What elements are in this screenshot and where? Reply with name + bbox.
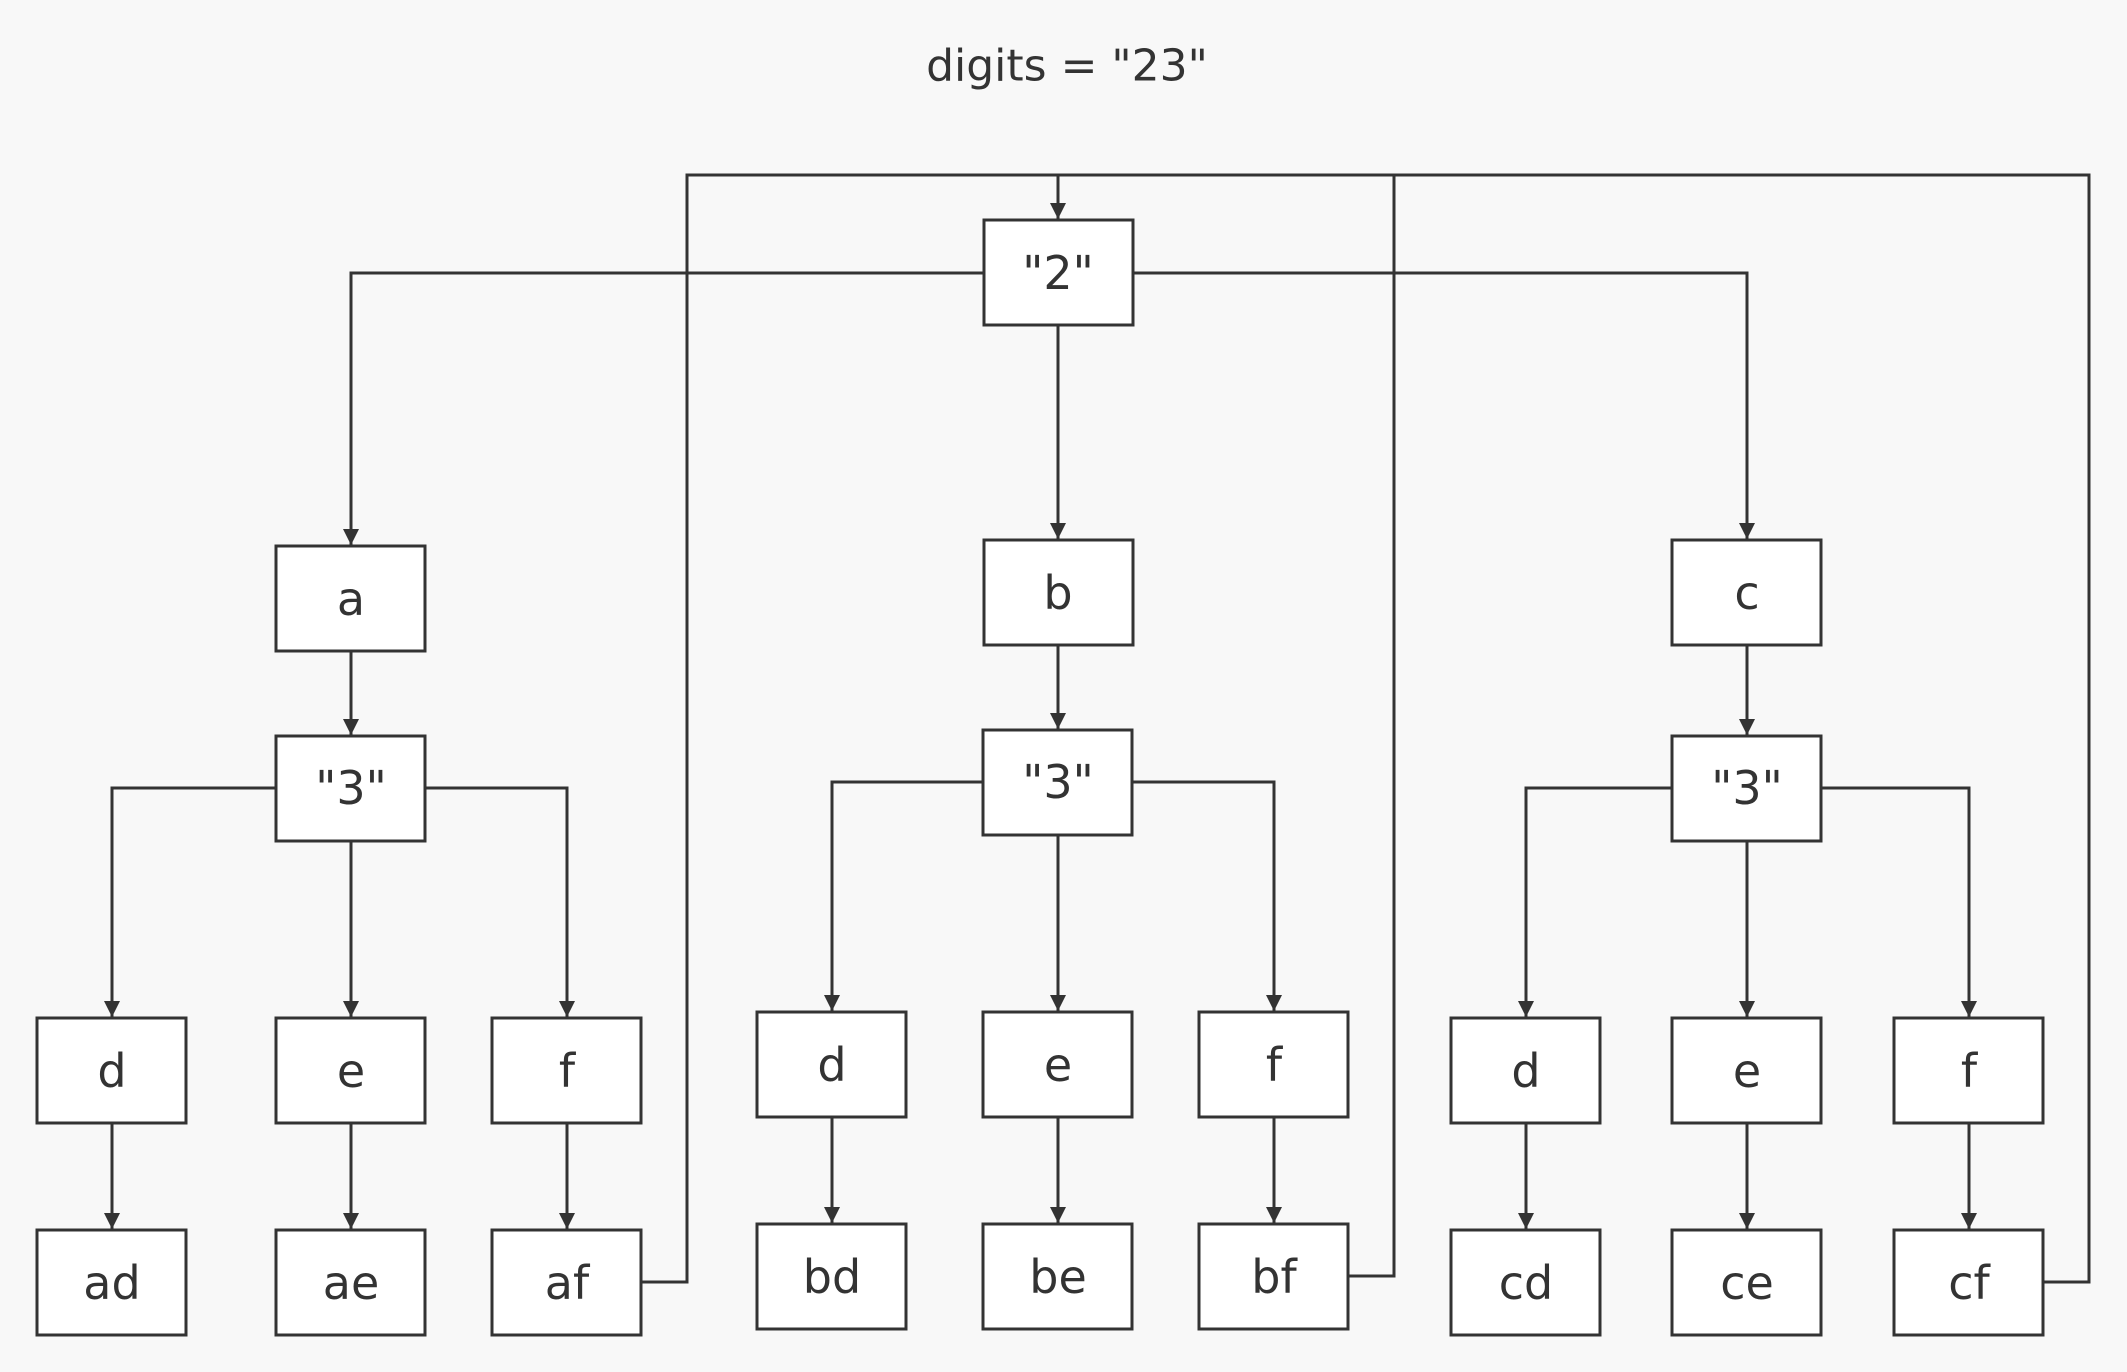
node-bf: bf (1197, 1222, 1350, 1331)
node-cd-digit-label: d (1511, 1044, 1540, 1098)
node-ad-label: ad (83, 1256, 140, 1310)
edge-a3-f (426, 786, 575, 1017)
node-a: a (274, 544, 427, 653)
node-cf-digit: f (1892, 1016, 2045, 1125)
node-b3: "3" (981, 728, 1134, 837)
node-ce-label: ce (1720, 1256, 1774, 1310)
node-ad: ad (35, 1228, 188, 1337)
node-ad-digit: d (35, 1016, 188, 1125)
node-bf-label: bf (1251, 1250, 1298, 1304)
edge-b3-d (824, 780, 983, 1011)
edge-a3-d (104, 786, 276, 1017)
edge-c3-f (1822, 786, 1977, 1017)
edge-b3-f (1133, 780, 1282, 1011)
node-cd-label: cd (1499, 1256, 1554, 1310)
edge-root-c (1133, 271, 1755, 539)
node-ae-label: ae (323, 1256, 380, 1310)
node-b3-label: "3" (1022, 755, 1094, 809)
edge-root-a (343, 271, 984, 545)
node-ce: ce (1670, 1228, 1823, 1337)
node-af-label: af (545, 1256, 591, 1310)
node-be: be (981, 1222, 1134, 1331)
node-be-digit: e (981, 1010, 1134, 1119)
node-ae-digit-label: e (337, 1044, 365, 1098)
edge-cf-root (687, 173, 2091, 1284)
node-root: "2" (982, 218, 1135, 327)
node-ad-digit-label: d (97, 1044, 126, 1098)
node-cf-digit-label: f (1961, 1044, 1979, 1098)
node-bf-digit: f (1197, 1010, 1350, 1119)
node-cd-digit: d (1449, 1016, 1602, 1125)
node-af-digit: f (490, 1016, 643, 1125)
node-af: af (490, 1228, 643, 1337)
node-af-digit-label: f (559, 1044, 577, 1098)
node-b-label: b (1043, 566, 1072, 620)
node-be-digit-label: e (1044, 1038, 1072, 1092)
diagram-title: digits = "23" (926, 41, 1208, 92)
node-c3-label: "3" (1711, 761, 1783, 815)
node-bd-label: bd (803, 1250, 861, 1304)
node-c3: "3" (1670, 734, 1823, 843)
node-ae-digit: e (274, 1016, 427, 1125)
node-root-label: "2" (1022, 246, 1094, 300)
node-a3: "3" (274, 734, 427, 843)
edges (104, 173, 2091, 1284)
node-cf-label: cf (1948, 1256, 1991, 1310)
node-cf: cf (1892, 1228, 2045, 1337)
node-bd-digit: d (755, 1010, 908, 1119)
node-ce-digit: e (1670, 1016, 1823, 1125)
node-ce-digit-label: e (1733, 1044, 1761, 1098)
node-c: c (1670, 538, 1823, 647)
node-be-label: be (1029, 1250, 1087, 1304)
node-bd: bd (755, 1222, 908, 1331)
node-a3-label: "3" (315, 761, 387, 815)
edge-c3-d (1518, 786, 1672, 1017)
node-c-label: c (1734, 566, 1759, 620)
node-bd-digit-label: d (817, 1038, 846, 1092)
edge-bf-root (1349, 175, 1396, 1278)
node-b: b (982, 538, 1135, 647)
node-ae: ae (274, 1228, 427, 1337)
node-bf-digit-label: f (1266, 1038, 1284, 1092)
nodes: "2" a b c "3" "3" "3" d (35, 218, 2045, 1337)
node-a-label: a (337, 572, 365, 626)
node-cd: cd (1449, 1228, 1602, 1337)
